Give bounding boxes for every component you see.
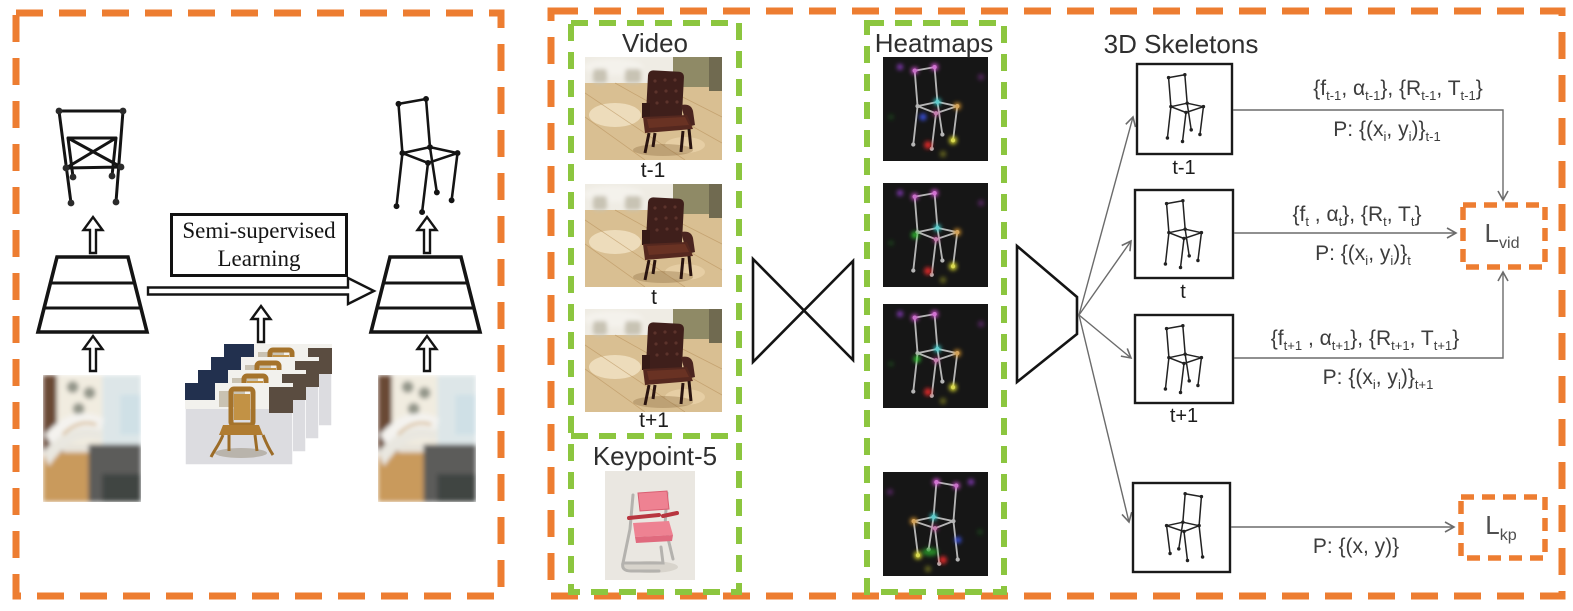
frame-label: t [651, 286, 657, 309]
video-loss-label: Lvid [1484, 218, 1520, 253]
encoder-bowtie-icon [751, 255, 855, 366]
heatmap-image [883, 57, 988, 161]
projection-t-minus-1: P: {(xi, yi)}t-1 [1333, 118, 1441, 145]
blurry-chair-photo [43, 375, 141, 502]
decoder-funnel-icon [1015, 243, 1079, 385]
keypoint5-title: Keypoint-5 [592, 441, 718, 471]
video-title: Video [621, 28, 689, 58]
projection-keypoint: P: {(x, y)} [1312, 535, 1400, 558]
params-t-minus-1: {ft-1, αt-1}, {Rt-1, Tt-1} [1313, 77, 1483, 104]
skeleton-box-t-plus-1 [1133, 313, 1235, 405]
up-arrow-icon [81, 333, 105, 373]
heatmaps-group-border [864, 20, 1007, 595]
right-panel [547, 7, 1566, 600]
frame-label: t-1 [640, 159, 666, 182]
skeleton-label: t-1 [1172, 157, 1196, 179]
chair-skeleton-icon [392, 96, 462, 217]
video-frame-image [583, 57, 722, 160]
loss-route-arrows [1231, 109, 1509, 533]
params-t: {ft , αt}, {Rt, Tt} [1292, 203, 1422, 230]
keypoint-loss-box [1458, 494, 1548, 561]
video-frame-image [583, 184, 722, 287]
network-trapezoid-left [35, 255, 150, 334]
heatmaps-title: Heatmaps [874, 28, 994, 58]
blurry-chair-photo [378, 375, 476, 502]
heatmap-image [883, 472, 988, 576]
heatmap-extra-dots [911, 113, 962, 556]
left-panel [12, 9, 505, 600]
skeletons-title: 3D Skeletons [1103, 29, 1259, 59]
up-arrow-icon [415, 333, 439, 373]
video-frame-image [583, 309, 722, 412]
network-trapezoid-right [368, 255, 483, 334]
decoder-fanout-arrows [1078, 115, 1137, 524]
skeleton-label: t [1180, 281, 1186, 303]
up-arrow-icon [415, 214, 439, 255]
heatmap-image [883, 304, 988, 408]
ssl-line2: Learning [217, 246, 301, 271]
distorted-chair-skeleton-icon [55, 107, 127, 207]
ssl-line1: Semi-supervised [182, 218, 336, 244]
keypoint5-chair-image [605, 471, 695, 580]
keypoint-loss-label: Lkp [1485, 510, 1517, 545]
up-arrow-icon [81, 214, 105, 255]
semi-supervised-learning-box: Semi-supervised Learning [170, 213, 348, 277]
chair-image-stack [185, 344, 332, 465]
projection-t: P: {(xi, yi)}t [1315, 242, 1411, 269]
right-panel-border [547, 7, 1566, 600]
up-arrow-icon [249, 303, 273, 344]
params-t-plus-1: {ft+1 , αt+1}, {Rt+1, Tt+1} [1270, 327, 1460, 354]
left-panel-border [12, 9, 505, 600]
video-group-border [568, 20, 742, 595]
skeleton-label: t+1 [1169, 405, 1199, 427]
skeleton-box-t [1133, 188, 1235, 280]
frame-label: t+1 [639, 409, 669, 432]
heatmap-image [883, 183, 988, 287]
projection-t-plus-1: P: {(xi, yi)}t+1 [1322, 366, 1434, 393]
transfer-arrow-icon [146, 276, 377, 306]
video-loss-box [1460, 202, 1548, 270]
